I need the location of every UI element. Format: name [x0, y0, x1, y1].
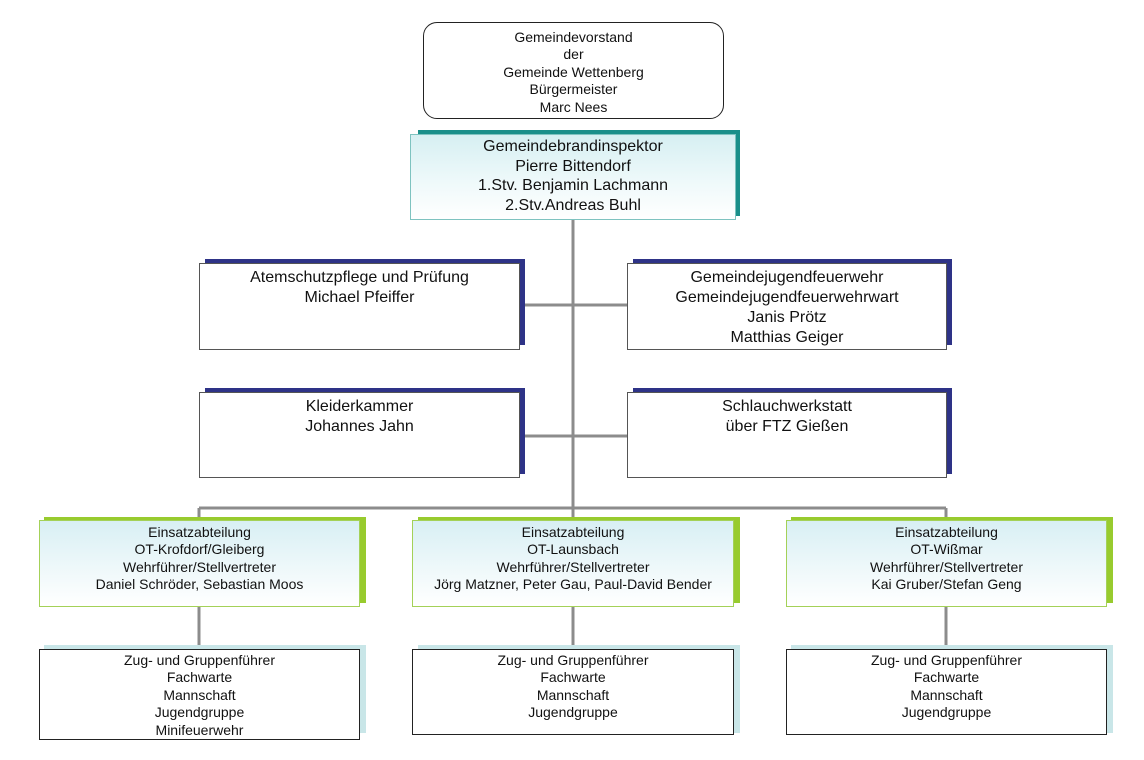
- box-line: Wehrführer/Stellvertreter: [869, 558, 1023, 575]
- atemschutz-box: Atemschutzpflege und Prüfung Michael Pfe…: [199, 263, 520, 350]
- box-line: Mannschaft: [536, 686, 610, 703]
- einsatz-launsbach-box: Einsatzabteilung OT-Launsbach Wehrführer…: [412, 520, 734, 607]
- box-line: Zug- und Gruppenführer: [497, 652, 649, 668]
- box-line: Jörg Matzner, Peter Gau, Paul-David Bend…: [434, 576, 712, 593]
- box-line: Fachwarte: [166, 669, 233, 686]
- box-line: Marc Nees: [539, 98, 608, 115]
- box-line: Einsatzabteilung: [895, 524, 998, 540]
- gemeindevorstand-box: Gemeindevorstand der Gemeinde Wettenberg…: [423, 22, 724, 119]
- box-line: Gemeindebrandinspektor: [483, 138, 663, 155]
- box-line: über FTZ Gießen: [725, 418, 849, 435]
- box-line: Mannschaft: [910, 686, 983, 703]
- box-line: Bürgermeister: [529, 81, 618, 98]
- box-line: Jugendgruppe: [154, 704, 245, 721]
- box-line: Gemeindejugendfeuerwehr: [690, 269, 884, 286]
- box-line: Minifeuerwehr: [155, 721, 244, 738]
- box-line: Mannschaft: [163, 686, 236, 703]
- box-line: Fachwarte: [540, 669, 606, 686]
- box-line: Gemeindejugendfeuerwehrwart: [675, 289, 899, 306]
- box-line: Jugendgruppe: [528, 704, 618, 721]
- einsatz-krofdorf-box: Einsatzabteilung OT-Krofdorf/Gleiberg We…: [39, 520, 360, 607]
- box-line: Gemeindevorstand: [514, 29, 633, 45]
- box-line: Kleiderkammer: [305, 398, 414, 415]
- box-line: Wehrführer/Stellvertreter: [122, 558, 276, 575]
- box-line: Kai Gruber/Stefan Geng: [871, 576, 1022, 593]
- box-line: Daniel Schröder, Sebastian Moos: [95, 576, 304, 593]
- box-line: Wehrführer/Stellvertreter: [496, 558, 650, 575]
- box-line: 2.Stv.Andreas Buhl: [505, 196, 641, 214]
- gruppen-launsbach-box: Zug- und Gruppenführer Fachwarte Mannsch…: [412, 649, 734, 735]
- schlauchwerkstatt-box: Schlauchwerkstatt über FTZ Gießen: [627, 392, 947, 478]
- box-line: Jugendgruppe: [901, 704, 992, 721]
- box-line: 1.Stv. Benjamin Lachmann: [477, 177, 669, 195]
- kleiderkammer-box: Kleiderkammer Johannes Jahn: [199, 392, 520, 478]
- box-line: Pierre Bittendorf: [515, 157, 631, 175]
- jugendfeuerwehr-box: Gemeindejugendfeuerwehr Gemeindejugendfe…: [627, 263, 947, 350]
- box-line: OT-Wißmar: [910, 541, 983, 558]
- box-line: Michael Pfeiffer: [304, 289, 415, 306]
- box-line: Atemschutzpflege und Prüfung: [250, 269, 469, 286]
- box-line: OT-Krofdorf/Gleiberg: [134, 541, 265, 558]
- box-line: Janis Prötz: [747, 309, 827, 326]
- gruppen-wissmar-box: Zug- und Gruppenführer Fachwarte Mannsch…: [786, 649, 1107, 735]
- box-line: Gemeinde Wettenberg: [503, 63, 644, 80]
- einsatz-wissmar-box: Einsatzabteilung OT-Wißmar Wehrführer/St…: [786, 520, 1107, 607]
- box-line: OT-Launsbach: [527, 541, 619, 558]
- box-line: Schlauchwerkstatt: [722, 398, 852, 415]
- box-line: Zug- und Gruppenführer: [124, 652, 275, 668]
- gemeindebrandinspektor-box: Gemeindebrandinspektor Pierre Bittendorf…: [410, 134, 736, 220]
- box-line: Johannes Jahn: [305, 418, 414, 435]
- box-line: Matthias Geiger: [730, 329, 844, 346]
- gruppen-krofdorf-box: Zug- und Gruppenführer Fachwarte Mannsch…: [39, 649, 360, 740]
- box-line: Einsatzabteilung: [521, 524, 625, 540]
- box-line: Zug- und Gruppenführer: [871, 652, 1022, 668]
- box-line: Einsatzabteilung: [148, 524, 251, 540]
- box-line: Fachwarte: [913, 669, 980, 686]
- box-line: der: [563, 46, 584, 63]
